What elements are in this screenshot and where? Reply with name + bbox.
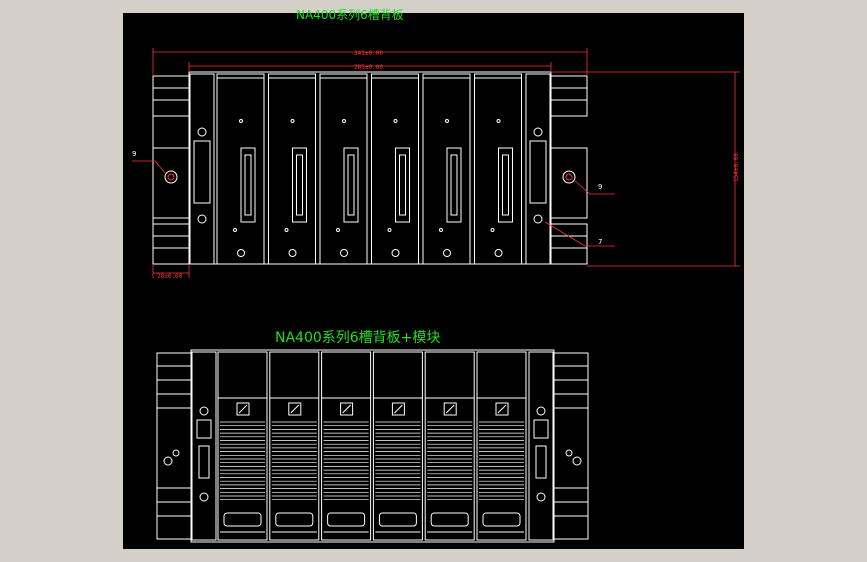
- module-connector: [327, 512, 366, 527]
- module-connector: [482, 512, 521, 527]
- backplane-slot: [474, 73, 522, 265]
- backplane-slot: [371, 73, 419, 265]
- slot-screw-icon: [443, 249, 451, 257]
- io-modules: [217, 351, 527, 541]
- backplane-slot: [319, 73, 368, 265]
- module-connector: [275, 512, 314, 527]
- screw-icon: [197, 214, 207, 224]
- io-module: [217, 351, 268, 541]
- io-module: [424, 351, 475, 541]
- module-logo-icon: [443, 402, 457, 416]
- dimension-lines: [132, 48, 740, 278]
- right-power-slot: [525, 73, 551, 265]
- backplane-slot: [216, 73, 265, 265]
- backplane-slot: [422, 73, 471, 265]
- slot-screw-icon: [237, 249, 245, 257]
- drawing-canvas: [123, 13, 744, 549]
- backplane-slot: [268, 73, 316, 265]
- backplane-with-modules: [156, 349, 589, 543]
- slot-screw-icon: [391, 249, 400, 257]
- module-connector: [223, 512, 262, 527]
- module-connector: [378, 512, 417, 527]
- left-flange-lower: [152, 223, 190, 265]
- io-module: [372, 351, 423, 541]
- screw-icon: [533, 214, 543, 224]
- module-logo-icon: [340, 402, 354, 416]
- backplane-slots: [216, 73, 522, 265]
- right-flange-upper: [550, 75, 588, 117]
- module-logo-icon: [236, 402, 250, 416]
- left-flange-bottom: [156, 352, 192, 540]
- io-module: [476, 351, 527, 541]
- title-top: NA400系列6槽背板: [296, 8, 404, 22]
- left-bolt-icon: [164, 170, 178, 184]
- slot-screw-icon: [494, 249, 503, 257]
- right-power-module: [528, 351, 554, 541]
- callout-right-screw: 7: [598, 238, 602, 246]
- right-flange-bottom: [553, 352, 589, 540]
- dim-side-offset: 28±0.00: [157, 273, 183, 280]
- module-logo-icon: [391, 402, 405, 416]
- module-logo-icon: [288, 402, 302, 416]
- title-bottom: NA400系列6槽背板+模块: [275, 330, 440, 346]
- io-module: [321, 351, 372, 541]
- backplane-top-view: [152, 71, 588, 265]
- callout-left-bolt: 9: [132, 150, 136, 158]
- io-module: [269, 351, 320, 541]
- screw-icon: [533, 127, 543, 137]
- callout-right-bolt: 9: [598, 183, 602, 191]
- right-bolt-icon: [562, 170, 576, 184]
- dim-overall-width: 341±0.00: [354, 50, 383, 57]
- slot-screw-icon: [340, 249, 348, 257]
- left-power-slot: [189, 73, 215, 265]
- slot-screw-icon: [288, 249, 297, 257]
- screw-icon: [197, 127, 207, 137]
- left-power-module: [191, 351, 217, 541]
- left-flange-upper: [152, 75, 190, 117]
- module-connector: [430, 512, 469, 527]
- dim-inner-width: 285±0.00: [354, 64, 383, 71]
- module-logo-icon: [495, 402, 509, 416]
- bolts-top: [164, 127, 576, 224]
- dim-height: 154±0.00: [733, 153, 740, 182]
